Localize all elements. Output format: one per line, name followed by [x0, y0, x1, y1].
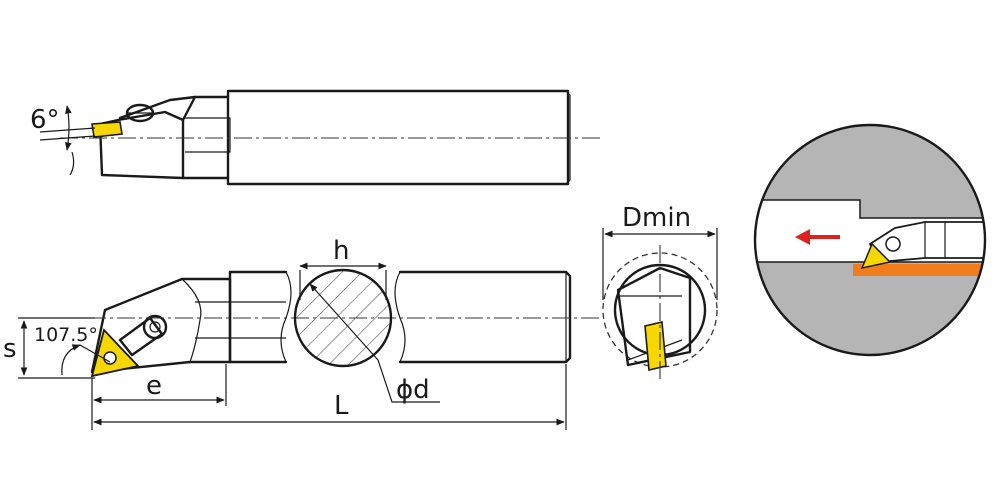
top-angle-line — [39, 135, 96, 141]
front-shank-left — [228, 270, 288, 364]
front-clamp-inner — [149, 321, 161, 333]
front-neck — [180, 277, 232, 364]
e-label: e — [146, 371, 162, 401]
dmin-label: Dmin — [622, 203, 691, 233]
top-angle-arc-tail — [69, 151, 75, 176]
top-insert — [91, 121, 123, 138]
d-label: ϕd — [396, 375, 430, 405]
front-head-curve — [181, 278, 202, 363]
side-angle-ref — [79, 344, 111, 363]
end-insert — [644, 321, 667, 371]
l-label: L — [334, 391, 349, 421]
front-bore — [195, 301, 286, 339]
left-arrow-icon — [795, 229, 840, 245]
front-clamp-arm — [118, 316, 164, 357]
front-view — [30, 270, 600, 378]
e-dimension: e — [91, 364, 227, 430]
detail-insert — [860, 242, 892, 270]
l-dimension: L — [93, 364, 567, 430]
angle-6-label: 6° — [30, 105, 60, 135]
break-right — [394, 271, 406, 363]
top-head-upper — [118, 95, 197, 120]
section-view: h ϕd — [293, 236, 440, 405]
top-bore — [185, 117, 231, 153]
section-circle — [293, 268, 393, 368]
end-view: Dmin — [602, 203, 718, 380]
front-shank-right — [398, 270, 572, 364]
top-view: 6° — [30, 89, 600, 186]
break-left — [280, 271, 292, 363]
cut-layer — [853, 264, 985, 276]
top-angle-arc — [64, 105, 72, 151]
front-head — [90, 277, 192, 374]
angle-107-label: 107.5° — [34, 324, 98, 346]
dmin-circle — [602, 252, 718, 368]
side-angle-arc — [61, 344, 81, 376]
detail-circle — [753, 123, 987, 357]
detail-view — [753, 123, 987, 357]
h-label: h — [333, 236, 349, 266]
s-label: s — [3, 334, 17, 364]
end-head-profile — [616, 266, 692, 367]
d-dim-line — [309, 283, 379, 361]
d-leader — [377, 359, 440, 403]
s-dimension: s 107.5° — [3, 317, 111, 379]
front-insert-hole — [103, 351, 117, 365]
front-insert — [90, 328, 140, 378]
